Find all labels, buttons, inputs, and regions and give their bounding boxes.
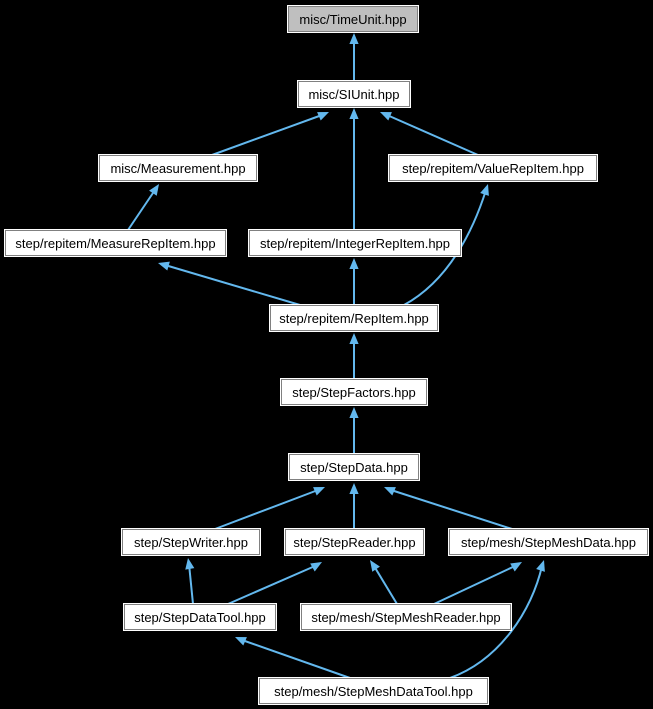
graph-edge-stepfactors-to-repitem <box>349 333 359 379</box>
edge-arrowhead-icon <box>349 483 359 494</box>
graph-node-timeunit[interactable]: misc/TimeUnit.hpp <box>287 5 419 33</box>
edge-layer <box>127 33 545 679</box>
edge-line <box>386 114 479 156</box>
graph-node-stepdatatool[interactable]: step/StepDataTool.hpp <box>123 603 277 631</box>
graph-edge-stepmeshdata-to-stepdata <box>384 487 513 530</box>
graph-node-label: step/repitem/ValueRepItem.hpp <box>402 160 584 176</box>
graph-node-stepwriter[interactable]: step/StepWriter.hpp <box>121 528 261 556</box>
edge-arrowhead-icon <box>384 487 396 496</box>
graph-node-stepmeshreader[interactable]: step/mesh/StepMeshReader.hpp <box>300 603 512 631</box>
graph-edge-stepmeshdatatool-to-stepmeshdata <box>449 560 545 679</box>
graph-edge-stepreader-to-stepdata <box>349 483 359 529</box>
graph-edge-siunit-to-timeunit <box>349 33 359 81</box>
graph-node-measurerepitem[interactable]: step/repitem/MeasureRepItem.hpp <box>4 229 227 257</box>
edge-line <box>433 565 516 605</box>
graph-node-measurement[interactable]: misc/Measurement.hpp <box>98 154 258 182</box>
graph-node-label: step/mesh/StepMeshDataTool.hpp <box>274 683 473 699</box>
edge-arrowhead-icon <box>349 258 359 269</box>
graph-node-label: misc/SIUnit.hpp <box>308 86 400 102</box>
graph-edge-integerrepitem-to-siunit <box>349 108 359 230</box>
graph-node-label: step/mesh/StepMeshReader.hpp <box>311 609 501 625</box>
edge-line <box>390 489 513 530</box>
edge-line <box>449 565 543 679</box>
graph-edge-measurement-to-siunit <box>211 112 329 156</box>
graph-node-label: step/StepDataTool.hpp <box>134 609 266 625</box>
edge-arrowhead-icon <box>235 637 247 646</box>
edge-arrowhead-icon <box>185 558 195 570</box>
edge-arrowhead-icon <box>317 112 329 121</box>
edge-arrowhead-icon <box>536 560 545 572</box>
graph-node-label: misc/Measurement.hpp <box>110 160 246 176</box>
edge-line <box>164 264 301 306</box>
graph-node-stepmeshdata[interactable]: step/mesh/StepMeshData.hpp <box>448 528 649 556</box>
graph-node-label: step/StepWriter.hpp <box>134 534 248 550</box>
graph-node-label: step/StepReader.hpp <box>293 534 416 550</box>
graph-node-label: step/StepFactors.hpp <box>292 384 416 400</box>
graph-node-integerrepitem[interactable]: step/repitem/IntegerRepItem.hpp <box>248 229 462 257</box>
edge-line <box>373 565 398 605</box>
graph-edge-repitem-to-measurerepitem <box>158 261 301 306</box>
graph-edge-stepmeshdatatool-to-stepdatatool <box>235 637 351 679</box>
graph-node-stepfactors[interactable]: step/StepFactors.hpp <box>280 378 428 406</box>
graph-node-stepdata[interactable]: step/StepData.hpp <box>288 453 420 481</box>
edge-line <box>211 114 323 156</box>
graph-edge-stepdata-to-stepfactors <box>349 407 359 454</box>
edge-arrowhead-icon <box>349 407 359 418</box>
graph-edge-valuerepitem-to-siunit <box>380 112 479 156</box>
edge-arrowhead-icon <box>510 562 522 572</box>
edge-arrowhead-icon <box>480 184 489 196</box>
graph-edge-stepmeshreader-to-stepmeshdata <box>433 562 522 605</box>
edge-line <box>214 489 319 530</box>
graph-node-repitem[interactable]: step/repitem/RepItem.hpp <box>269 304 439 332</box>
graph-node-stepmeshdatatool[interactable]: step/mesh/StepMeshDataTool.hpp <box>258 677 489 705</box>
edge-arrowhead-icon <box>349 108 359 119</box>
edge-arrowhead-icon <box>149 184 159 196</box>
edge-line <box>227 565 316 605</box>
graph-edge-stepwriter-to-stepdata <box>214 487 325 530</box>
graph-node-siunit[interactable]: misc/SIUnit.hpp <box>297 80 411 108</box>
edge-arrowhead-icon <box>313 487 325 496</box>
graph-node-stepreader[interactable]: step/StepReader.hpp <box>284 528 425 556</box>
edge-arrowhead-icon <box>310 562 322 572</box>
edge-line <box>127 189 156 231</box>
graph-node-label: step/repitem/IntegerRepItem.hpp <box>259 235 451 251</box>
graph-node-label: misc/TimeUnit.hpp <box>299 11 407 27</box>
graph-node-label: step/repitem/RepItem.hpp <box>279 310 429 326</box>
graph-edge-repitem-to-integerrepitem <box>349 258 359 305</box>
graph-edge-stepmeshreader-to-stepreader <box>370 560 398 605</box>
edge-arrowhead-icon <box>349 333 359 344</box>
edge-line <box>241 639 351 679</box>
edge-line <box>188 563 194 605</box>
graph-node-label: step/StepData.hpp <box>300 459 408 475</box>
edge-arrowhead-icon <box>349 33 359 44</box>
graph-edge-stepdatatool-to-stepwriter <box>185 558 195 605</box>
graph-node-label: step/repitem/MeasureRepItem.hpp <box>15 235 216 251</box>
edge-arrowhead-icon <box>158 261 170 271</box>
edge-arrowhead-icon <box>380 112 392 121</box>
graph-node-label: step/mesh/StepMeshData.hpp <box>461 534 636 550</box>
graph-node-valuerepitem[interactable]: step/repitem/ValueRepItem.hpp <box>388 154 598 182</box>
edge-arrowhead-icon <box>370 560 380 572</box>
graph-edge-stepdatatool-to-stepreader <box>227 562 322 605</box>
graph-edge-measurerepitem-to-measurement <box>127 184 159 231</box>
